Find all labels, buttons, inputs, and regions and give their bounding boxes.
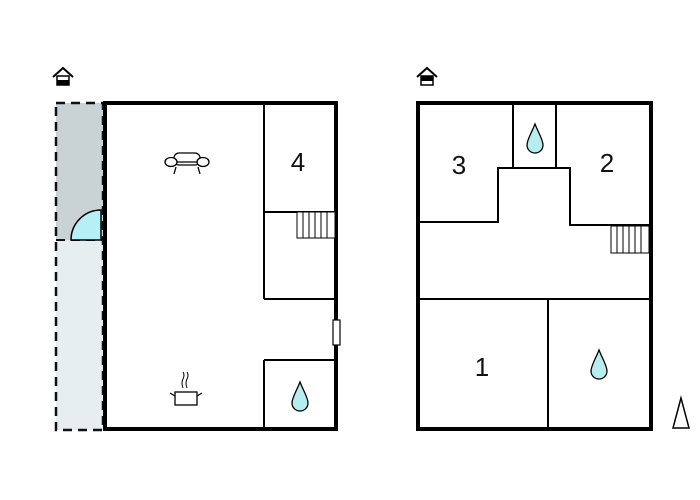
door-swing xyxy=(70,209,102,241)
stairs-icon xyxy=(610,225,650,254)
house-entrance-icon xyxy=(52,66,74,86)
upper-floor-interior-walls xyxy=(418,103,651,429)
water-drop-icon xyxy=(590,348,608,380)
north-arrow-icon xyxy=(672,395,690,429)
room-1-label: 1 xyxy=(475,352,489,382)
water-drop-icon xyxy=(526,122,544,154)
sofa-icon xyxy=(164,152,210,175)
ground-floor: 4 xyxy=(52,66,341,432)
room-4-label: 4 xyxy=(291,147,305,177)
cooking-pot-icon xyxy=(169,371,203,406)
upper-floor-outer-wall xyxy=(416,101,653,431)
room-2-label: 2 xyxy=(600,148,614,178)
terrace xyxy=(54,101,105,432)
house-entrance-icon xyxy=(416,66,438,86)
water-drop-icon xyxy=(291,380,309,412)
upper-floor: 3 2 1 xyxy=(416,66,653,431)
window xyxy=(332,319,341,346)
stairs-icon xyxy=(296,211,336,239)
room-3-label: 3 xyxy=(452,150,466,180)
ground-floor-outer-wall xyxy=(103,101,338,431)
